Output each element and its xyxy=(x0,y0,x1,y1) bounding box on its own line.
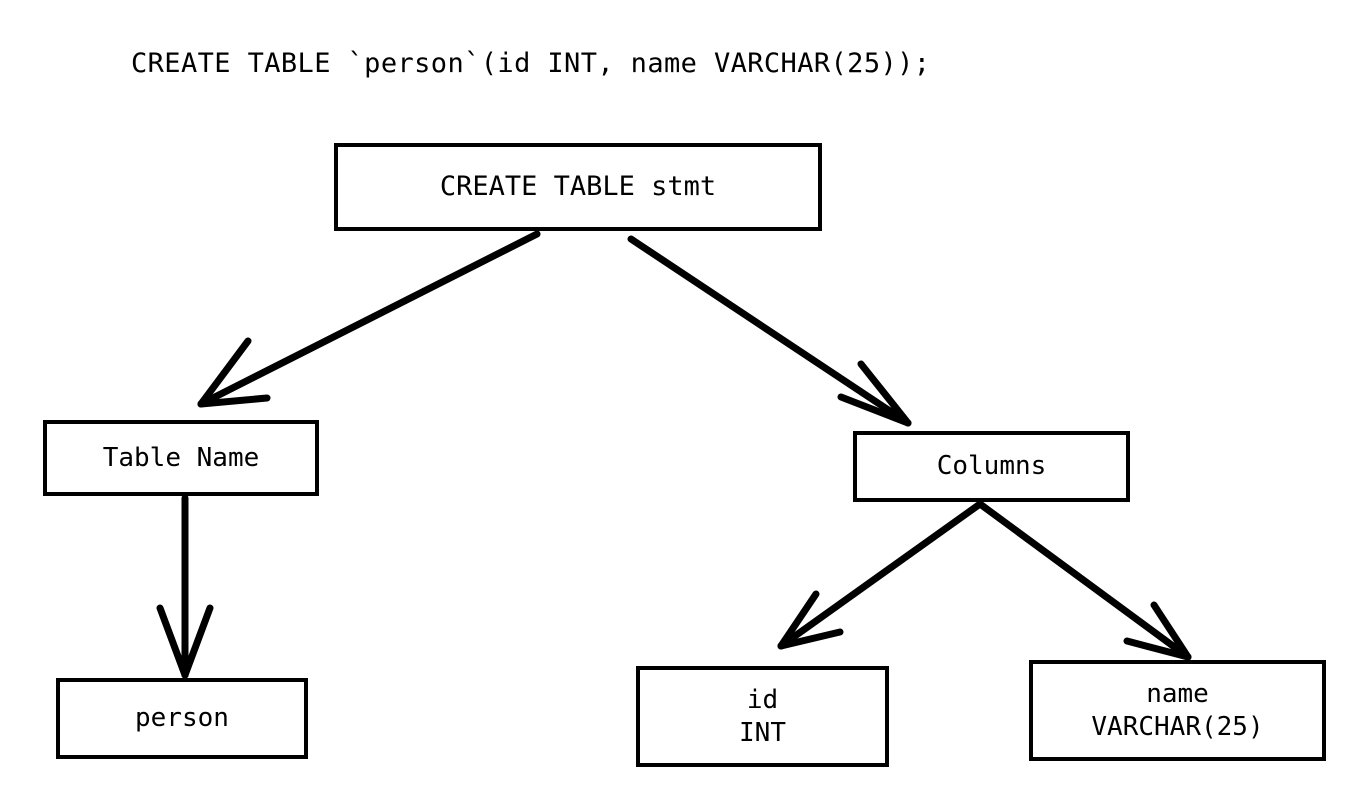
node-label-type: INT xyxy=(739,717,786,748)
node-column-id[interactable]: id INT xyxy=(636,666,889,767)
node-label: CREATE TABLE stmt xyxy=(439,170,717,202)
edge-root-to-table-name xyxy=(197,230,541,408)
node-table-name[interactable]: Table Name xyxy=(43,420,319,496)
node-create-table-stmt[interactable]: CREATE TABLE stmt xyxy=(334,143,822,231)
node-label: Table Name xyxy=(102,442,260,473)
node-label: person xyxy=(135,703,229,734)
node-person[interactable]: person xyxy=(56,678,308,759)
node-label: id xyxy=(746,684,779,715)
node-columns[interactable]: Columns xyxy=(853,431,1130,502)
edge-columns-to-col-name xyxy=(976,500,1192,661)
sql-statement-caption: CREATE TABLE `person`(id INT, name VARCH… xyxy=(131,48,931,79)
edge-columns-to-col-id xyxy=(777,500,984,650)
edge-table-name-to-person xyxy=(156,494,214,679)
edge-root-to-columns xyxy=(627,235,912,427)
node-label: Columns xyxy=(936,451,1047,482)
node-label-type: VARCHAR(25) xyxy=(1091,711,1264,742)
node-label: name xyxy=(1146,678,1209,709)
node-column-name[interactable]: name VARCHAR(25) xyxy=(1029,660,1326,761)
